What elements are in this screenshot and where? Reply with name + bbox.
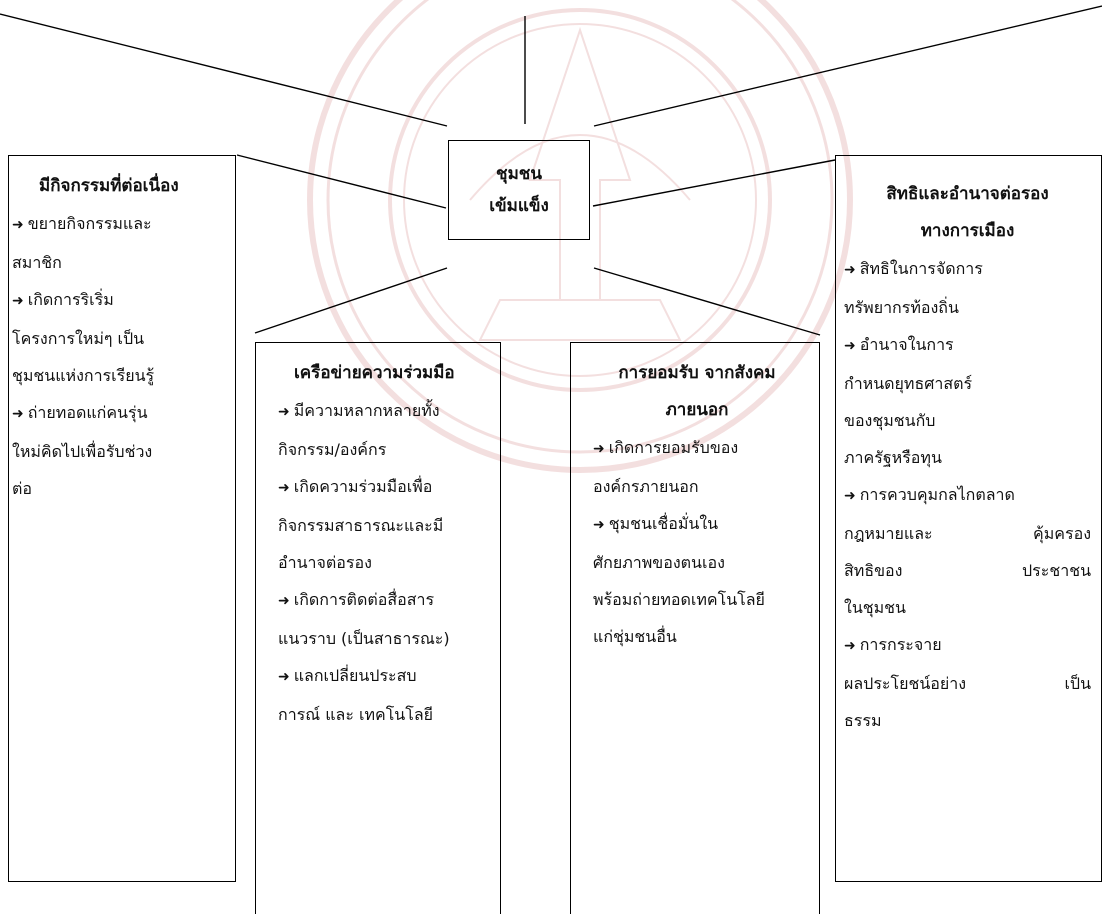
box-political-rights: สิทธิและอำนาจต่อรอง ทางการเมือง ➜สิทธิใน… [835,155,1102,882]
list-item-cont: กิจกรรม/องค์กร [278,440,387,459]
list-item-cont: ชุมชนแห่งการเรียนรู้ [12,366,155,385]
list-item-cont: โครงการใหม่ๆ เป็น [12,329,145,348]
list-item: ➜อำนาจในการ [844,335,954,354]
list-item-cont: กฎหมายและคุ้มครอง [844,524,1091,543]
list-item: ➜เกิดความร่วมมือเพื่อ [278,477,433,496]
arrow-right-icon: ➜ [844,488,856,504]
list-item-cont: ภาครัฐหรือทุน [844,448,942,467]
arrow-right-icon: ➜ [12,406,24,422]
list-item-cont: ผลประโยชน์อย่างเป็น [844,674,1091,693]
arrow-right-icon: ➜ [593,441,605,457]
box-external-acceptance: การยอมรับ จากสังคม ภายนอก ➜เกิดการยอมรับ… [570,342,820,914]
box-title-line1: การยอมรับ จากสังคม [618,363,776,383]
list-item-cont: ใหม่คิดไปเพื่อรับช่วง [12,442,153,461]
list-item-cont: อำนาจต่อรอง [278,553,372,572]
box-continuous-activities: มีกิจกรรมที่ต่อเนื่อง ➜ขยายกิจกรรมและ สม… [8,155,236,882]
box-cooperation-network: เครือข่ายความร่วมมือ ➜มีความหลากหลายทั้ง… [255,342,501,914]
list-item: ➜ขยายกิจกรรมและ [12,214,152,233]
list-item-cont: องค์กรภายนอก [593,477,699,496]
connector-top-right [593,5,1102,127]
connector-mid2-box [593,267,821,336]
box-title: มีกิจกรรมที่ต่อเนื่อง [39,176,179,196]
center-title-line2: เข้มแข็ง [489,196,549,216]
list-item: ➜ชุมชนเชื่อมั่นใน [593,514,719,533]
connector-top-left [0,13,448,127]
center-box: ชุมชน เข้มแข็ง [448,140,590,240]
list-item: ➜เกิดการริเริ่ม [12,290,114,309]
box-title-line2: ภายนอก [665,400,729,420]
arrow-right-icon: ➜ [844,262,856,278]
list-item-cont: ศักยภาพของตนเอง [593,553,725,572]
arrow-right-icon: ➜ [278,593,290,609]
list-item: ➜การควบคุมกลไกตลาด [844,485,1015,504]
connector-right-box [592,159,836,207]
list-item-cont: ของชุมชนกับ [844,411,936,430]
list-item: ➜สิทธิในการจัดการ [844,259,983,278]
list-item: ➜มีความหลากหลายทั้ง [278,401,440,420]
arrow-right-icon: ➜ [278,480,290,496]
connector-mid1-box [254,267,448,334]
list-item-cont: กำหนดยุทธศาสตร์ [844,374,973,393]
list-item-cont: ในชุมชน [844,598,906,617]
list-item-cont: กิจกรรมสาธารณะและมี [278,516,444,535]
list-item: ➜เกิดการติดต่อสื่อสาร [278,590,435,609]
list-item-cont: ธรรม [844,711,882,730]
list-item-cont: การณ์ และ เทคโนโลยี [278,705,434,724]
arrow-right-icon: ➜ [278,404,290,420]
list-item: ➜แลกเปลี่ยนประสบ [278,666,417,685]
arrow-right-icon: ➜ [12,217,24,233]
box-title-line1: สิทธิและอำนาจต่อรอง [886,184,1049,204]
list-item: ➜ถ่ายทอดแก่คนรุ่น [12,403,148,422]
list-item: ➜เกิดการยอมรับของ [593,438,739,457]
list-item-cont: สิทธิของประชาชน [844,561,1091,580]
connector-left-box [236,154,447,209]
arrow-right-icon: ➜ [278,669,290,685]
list-item-cont: แนวราบ (เป็นสาธารณะ) [278,629,450,648]
center-title-line1: ชุมชน [496,164,542,184]
box-title: เครือข่ายความร่วมมือ [294,363,455,383]
list-item-cont: พร้อมถ่ายทอดเทคโนโลยี [593,590,765,609]
list-item-cont: สมาชิก [12,253,62,272]
list-item-cont: ต่อ [12,479,32,498]
list-item-cont: แก่ชุ่มชนอื่น [593,627,677,646]
arrow-right-icon: ➜ [12,293,24,309]
arrow-right-icon: ➜ [844,338,856,354]
arrow-right-icon: ➜ [844,638,856,654]
list-item-cont: ทรัพยากรท้องถิ่น [844,298,959,317]
list-item: ➜การกระจาย [844,635,942,654]
arrow-right-icon: ➜ [593,517,605,533]
box-title-line2: ทางการเมือง [920,221,1015,241]
